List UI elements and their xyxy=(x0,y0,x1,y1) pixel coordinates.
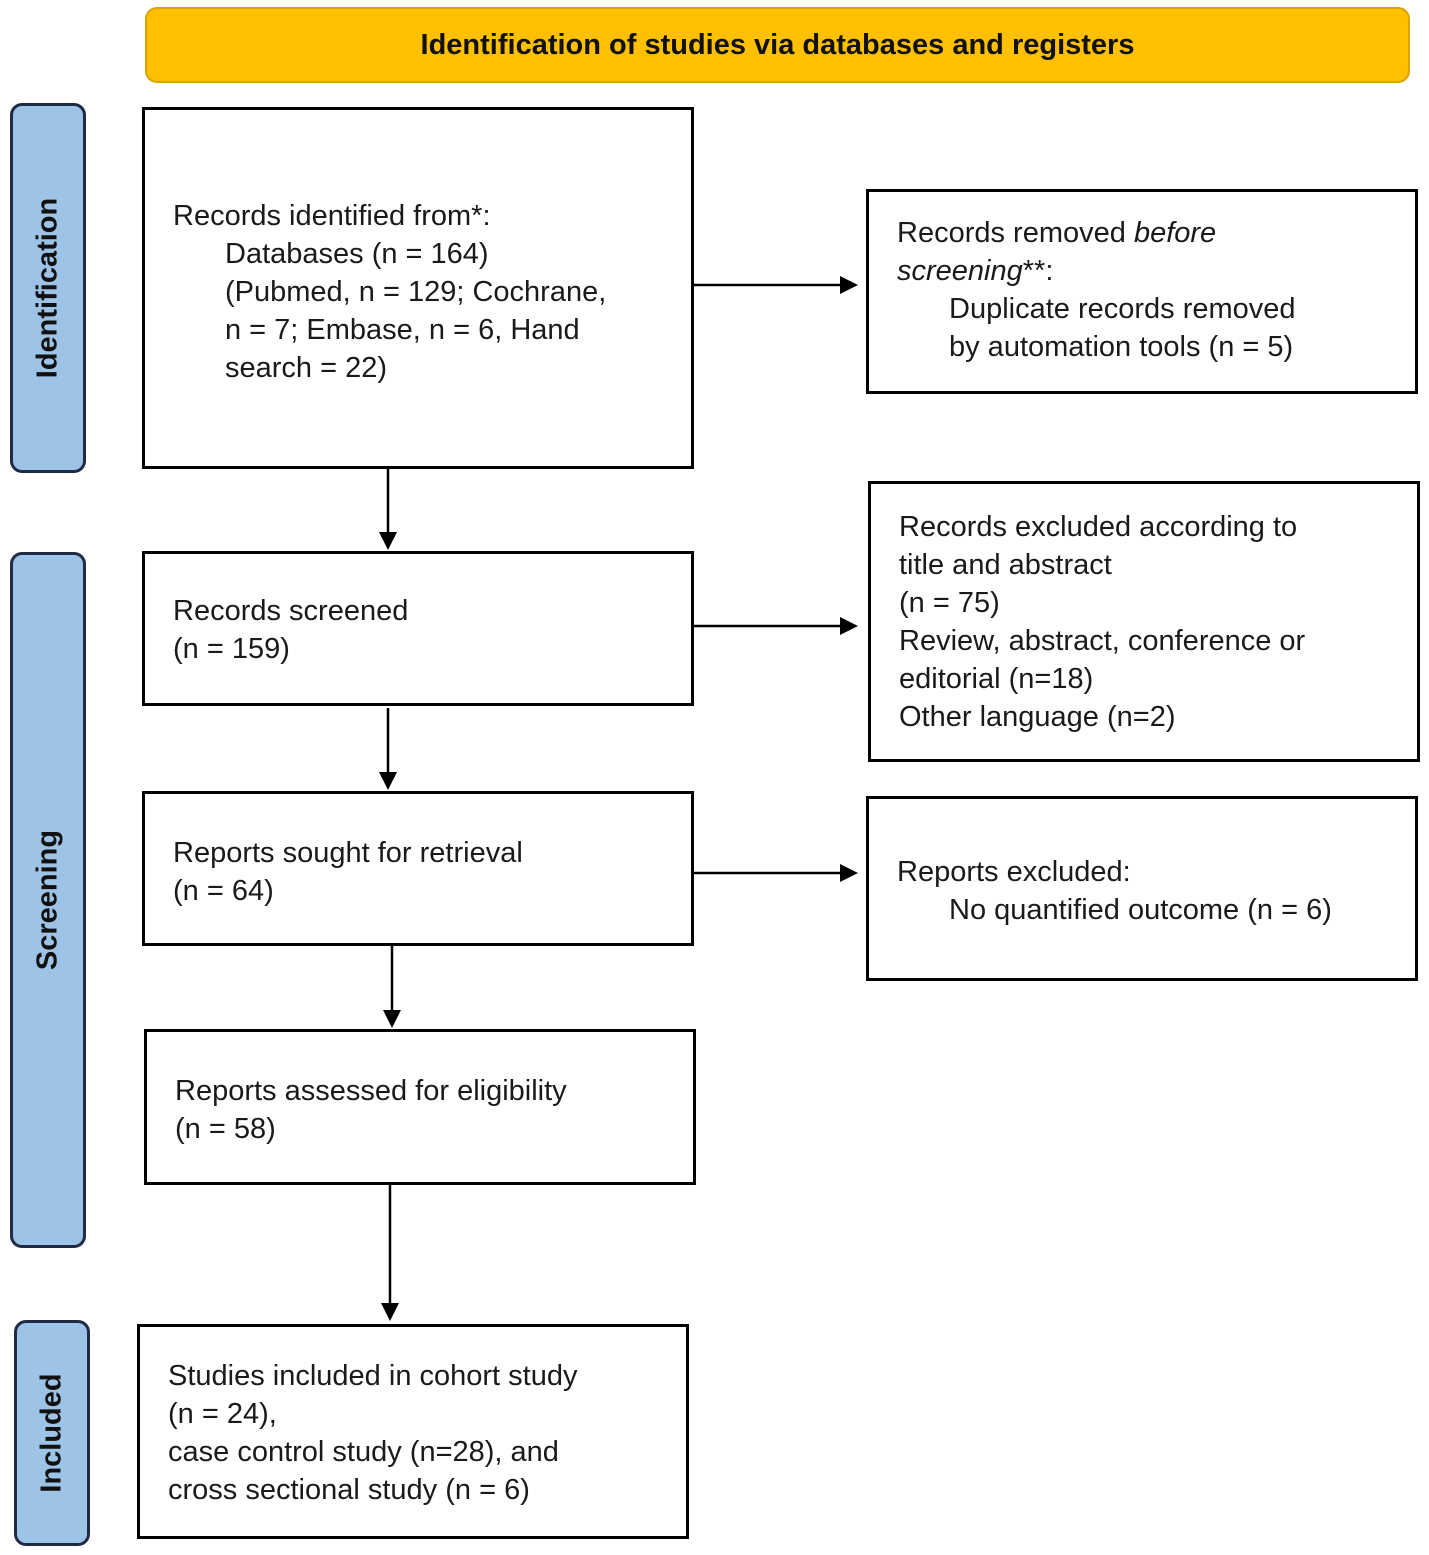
records-excluded-text: Records excluded according to title and … xyxy=(899,511,1306,733)
reports-assessed-box: Reports assessed for eligibility (n = 58… xyxy=(144,1029,696,1185)
arrowhead-icon xyxy=(840,617,858,635)
records-removed-text: Records removed before screening**: Dupl… xyxy=(897,217,1296,363)
phase-screening: Screening xyxy=(10,552,86,1248)
records-removed-box: Records removed before screening**: Dupl… xyxy=(866,189,1418,394)
records-excluded-box: Records excluded according to title and … xyxy=(868,481,1420,762)
arrowhead-icon xyxy=(381,1303,399,1321)
reports-sought-text: Reports sought for retrieval (n = 64) xyxy=(173,837,523,907)
reports-sought-box: Reports sought for retrieval (n = 64) xyxy=(142,791,694,946)
records-identified-box: Records identified from*: Databases (n =… xyxy=(142,107,694,469)
arrowhead-icon xyxy=(379,532,397,550)
header-banner: Identification of studies via databases … xyxy=(145,7,1410,83)
phase-included: Included xyxy=(14,1320,90,1546)
reports-assessed-text: Reports assessed for eligibility (n = 58… xyxy=(175,1075,567,1145)
studies-included-box: Studies included in cohort study (n = 24… xyxy=(137,1324,689,1539)
records-screened-text: Records screened (n = 159) xyxy=(173,595,409,665)
arrowhead-icon xyxy=(379,772,397,790)
reports-excluded-text: Reports excluded: No quantified outcome … xyxy=(897,856,1332,926)
phase-identification: Identification xyxy=(10,103,86,473)
arrowhead-icon xyxy=(840,864,858,882)
records-screened-box: Records screened (n = 159) xyxy=(142,551,694,706)
arrowhead-icon xyxy=(840,276,858,294)
banner-title: Identification of studies via databases … xyxy=(420,28,1135,61)
studies-included-text: Studies included in cohort study (n = 24… xyxy=(168,1360,578,1506)
records-identified-text: Records identified from*: Databases (n =… xyxy=(173,200,607,384)
reports-excluded-box: Reports excluded: No quantified outcome … xyxy=(866,796,1418,981)
arrowhead-icon xyxy=(383,1010,401,1028)
